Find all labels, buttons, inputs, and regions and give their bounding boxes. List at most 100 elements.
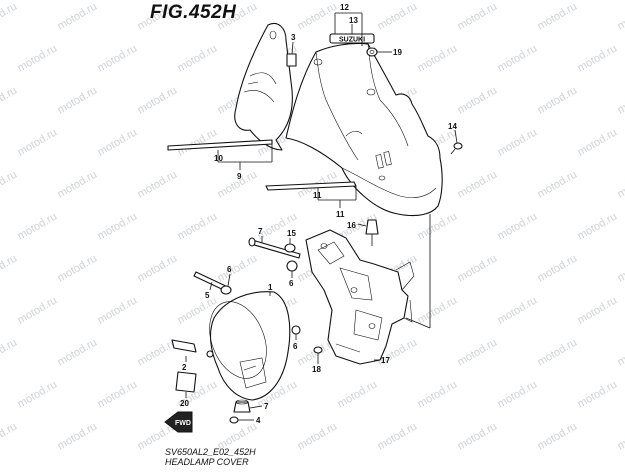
- watermark-text: motod.ru: [616, 336, 625, 368]
- watermark-text: motod.ru: [416, 378, 460, 410]
- watermark-text: motod.ru: [616, 252, 625, 284]
- clip-19-part: [314, 347, 322, 353]
- watermark-text: motod.ru: [376, 0, 420, 32]
- watermark-text: motod.ru: [336, 378, 380, 410]
- callout-4: 4: [256, 416, 261, 425]
- watermark-text: motod.ru: [16, 294, 60, 326]
- suzuki-emblem-part: SUZUKI: [330, 34, 374, 44]
- watermark-text: motod.ru: [0, 0, 19, 32]
- watermark-text: motod.ru: [176, 126, 220, 158]
- watermark-text: motod.ru: [176, 210, 220, 242]
- callout-12: 11: [313, 191, 322, 200]
- watermark-text: motod.ru: [96, 378, 140, 410]
- watermark-text: motod.ru: [56, 336, 100, 368]
- watermark-text: motod.ru: [456, 252, 500, 284]
- fitting-6-upper-part: [287, 261, 297, 271]
- watermark-text: motod.ru: [616, 420, 625, 452]
- fitting-6-lower-part: [221, 286, 231, 294]
- watermark-text: motod.ru: [456, 0, 500, 32]
- watermark-text: motod.ru: [96, 294, 140, 326]
- callout-7: 7: [264, 402, 269, 411]
- watermark-text: motod.ru: [536, 168, 580, 200]
- watermark-text: motod.ru: [496, 42, 540, 74]
- watermark-text: motod.ru: [0, 252, 19, 284]
- label-sticker-part: [287, 54, 296, 66]
- watermark-text: motod.ru: [576, 294, 620, 326]
- watermark-text: motod.ru: [576, 126, 620, 158]
- callout-9: 9: [237, 172, 242, 181]
- watermark-text: motod.ru: [56, 0, 100, 32]
- watermark-text: motod.ru: [136, 252, 180, 284]
- callout-16: 15: [287, 229, 296, 238]
- watermark-text: motod.ru: [0, 168, 19, 200]
- watermark-text: motod.ru: [416, 42, 460, 74]
- watermark-text: motod.ru: [296, 0, 340, 32]
- watermark-text: motod.ru: [416, 294, 460, 326]
- watermark-text: motod.ru: [496, 210, 540, 242]
- grommet-part: [367, 48, 377, 56]
- callout-18: 17: [381, 356, 390, 365]
- callout-11: 11: [336, 210, 345, 219]
- figure-title: FIG.452H: [150, 2, 236, 24]
- watermark-text: motod.ru: [456, 420, 500, 452]
- watermark-text: motod.ru: [296, 420, 340, 452]
- figure-caption-code: SV650AL2_E02_452H: [165, 447, 256, 457]
- callout-20: 19: [393, 48, 402, 57]
- callout-19: 18: [312, 365, 321, 374]
- watermark-text: motod.ru: [576, 210, 620, 242]
- watermark-text: motod.ru: [56, 420, 100, 452]
- watermark-text: motod.ru: [56, 168, 100, 200]
- watermark-text: motod.ru: [56, 252, 100, 284]
- watermark-text: motod.ru: [16, 378, 60, 410]
- fwd-label: FWD: [175, 420, 191, 427]
- watermark-text: motod.ru: [96, 42, 140, 74]
- watermark-text: motod.ru: [16, 126, 60, 158]
- watermark-text: motod.ru: [536, 0, 580, 32]
- watermark-text: motod.ru: [536, 336, 580, 368]
- watermark-text: motod.ru: [496, 294, 540, 326]
- callout-21: 20: [180, 399, 189, 408]
- callout-13: 12: [340, 3, 349, 12]
- callout-6-left: 6: [227, 265, 232, 274]
- watermark-text: motod.ru: [0, 84, 19, 116]
- watermark-text: motod.ru: [616, 168, 625, 200]
- callout-1: 1: [268, 283, 273, 292]
- emblem-text: SUZUKI: [339, 37, 365, 44]
- watermark-text: motod.ru: [136, 168, 180, 200]
- callout-2: 2: [182, 363, 187, 372]
- watermark-text: motod.ru: [16, 210, 60, 242]
- watermark-text: motod.ru: [616, 0, 625, 32]
- watermark-text: motod.ru: [176, 42, 220, 74]
- screw-4-part: [230, 417, 246, 423]
- watermark-text: motod.ru: [576, 42, 620, 74]
- watermark-text: motod.ru: [0, 420, 19, 452]
- watermark-text: motod.ru: [536, 84, 580, 116]
- watermark-text: motod.ru: [96, 126, 140, 158]
- fastener-17-part: [366, 220, 378, 246]
- callout-17: 16: [347, 221, 356, 230]
- watermark-text: motod.ru: [456, 84, 500, 116]
- watermark-text: motod.ru: [0, 336, 19, 368]
- watermark-text: motod.ru: [96, 210, 140, 242]
- watermark-text: motod.ru: [56, 84, 100, 116]
- windscreen-part: [235, 23, 293, 150]
- callout-5: 5: [205, 291, 210, 300]
- watermark-text: motod.ru: [416, 210, 460, 242]
- watermark-text: motod.ru: [16, 42, 60, 74]
- sticker-21-part: [176, 372, 196, 392]
- watermark-text: motod.ru: [616, 84, 625, 116]
- grommet-7-part: [234, 400, 250, 412]
- callout-15: 14: [448, 122, 457, 131]
- watermark-text: motod.ru: [216, 252, 260, 284]
- watermark-text: motod.ru: [136, 84, 180, 116]
- callout-6-right: 6: [293, 342, 298, 351]
- watermark-text: motod.ru: [576, 378, 620, 410]
- watermark-text: motod.ru: [536, 420, 580, 452]
- callout-6-upper: 6: [289, 279, 294, 288]
- watermark-text: motod.ru: [376, 420, 420, 452]
- nut-16-part: [285, 244, 295, 252]
- cushion-2-part: [172, 340, 196, 352]
- screw-15-part: [451, 143, 462, 154]
